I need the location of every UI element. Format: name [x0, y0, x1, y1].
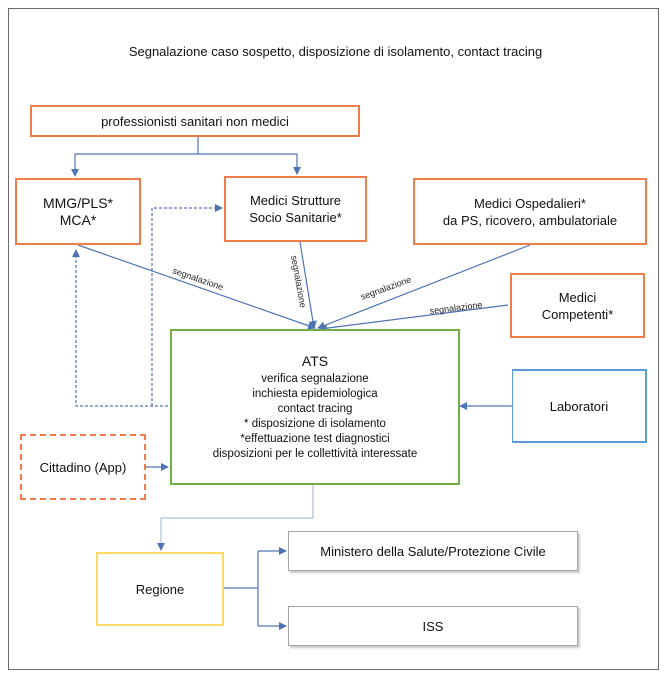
edge-ospedalieri-ats [317, 244, 531, 330]
node-cittadino-label: Cittadino (App) [39, 459, 127, 475]
node-ats-line: *effettuazione test diagnostici [240, 432, 390, 445]
edge-label-strutture-ats: segnalazione [289, 255, 308, 309]
node-mmg-line2: MCA* [59, 211, 97, 228]
edge-ats-mmg-dashed [72, 249, 168, 407]
edge-label-competenti-ats: segnalazione [429, 300, 483, 316]
node-strutture: Medici Strutture Socio Sanitarie* [224, 176, 367, 242]
node-mmg-line1: MMG/PLS* [42, 194, 113, 211]
node-ats-line: disposizioni per le collettività interes… [212, 447, 418, 460]
node-ats-line: verifica segnalazione [261, 372, 369, 385]
node-laboratori: Laboratori [512, 369, 647, 443]
node-ats: ATS verifica segnalazione inchiesta epid… [170, 329, 460, 485]
node-ospedalieri-line1: Medici Ospedalieri* [474, 195, 586, 211]
node-competenti: Medici Competenti* [510, 273, 645, 338]
edge-label-ospedalieri-ats: segnalazione [359, 274, 412, 302]
node-competenti-line2: Competenti* [541, 306, 614, 322]
edge-competenti-ats [319, 304, 509, 333]
node-ospedalieri-line2: da PS, ricovero, ambulatoriale [442, 212, 618, 228]
node-iss: ISS [288, 606, 578, 646]
node-strutture-line2: Socio Sanitarie* [249, 210, 342, 225]
node-iss-label: ISS [422, 618, 444, 634]
node-ministero: Ministero della Salute/Protezione Civile [288, 531, 578, 571]
edge-mmg-ats [77, 244, 316, 330]
node-ospedalieri: Medici Ospedalieri* da PS, ricovero, amb… [413, 178, 647, 245]
node-mmg: MMG/PLS* MCA* [15, 178, 141, 245]
edge-regione-split [224, 551, 259, 626]
node-ministero-label: Ministero della Salute/Protezione Civile [320, 543, 546, 559]
node-ats-title: ATS [301, 352, 329, 369]
node-professionisti: professionisti sanitari non medici [30, 105, 360, 137]
node-ats-line: contact tracing [277, 402, 353, 415]
node-cittadino: Cittadino (App) [20, 434, 146, 500]
diagram-frame [8, 8, 659, 670]
edge-ats-strutture-dashed [151, 204, 223, 406]
edge-strutture-ats [299, 241, 317, 329]
node-laboratori-label: Laboratori [549, 398, 609, 414]
edge-professionisti-split [75, 137, 297, 155]
node-regione-label: Regione [135, 581, 185, 597]
node-regione: Regione [96, 552, 224, 626]
edge-label-mmg-ats: segnalazione [171, 265, 224, 292]
edge-ats-regione [157, 485, 314, 551]
node-strutture-line1: Medici Strutture [249, 193, 342, 208]
node-professionisti-label: professionisti sanitari non medici [101, 113, 289, 129]
node-competenti-line1: Medici [558, 289, 597, 305]
diagram-title: Segnalazione caso sospetto, disposizione… [128, 44, 543, 59]
node-ats-line: * disposizione di isolamento [244, 417, 386, 430]
node-ats-line: inchiesta epidemiologica [252, 387, 378, 400]
